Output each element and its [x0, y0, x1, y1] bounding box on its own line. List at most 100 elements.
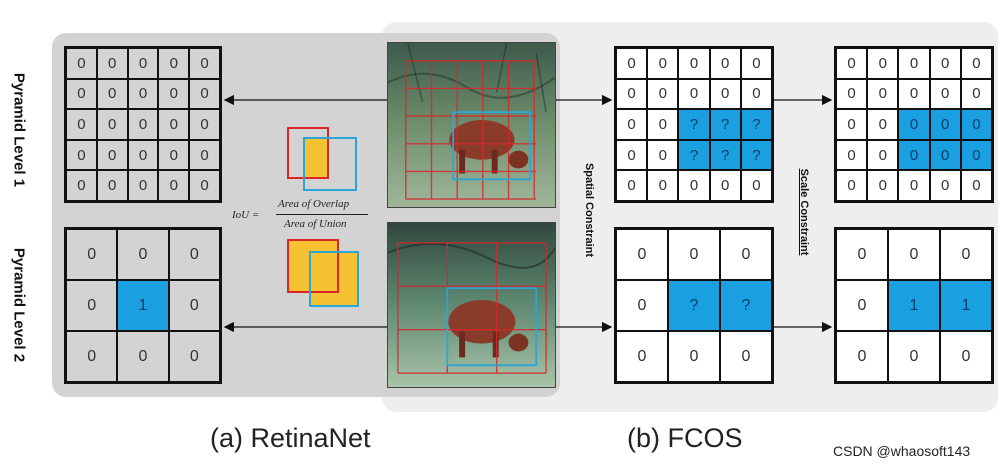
- grid-cell: 0: [836, 331, 888, 382]
- grid-cell: ?: [710, 140, 741, 171]
- grid-cell: ?: [710, 109, 741, 140]
- grid-cell: ?: [668, 280, 720, 331]
- level2-cow-image: [387, 222, 556, 388]
- grid-cell: 0: [128, 48, 159, 79]
- grid-cell: 0: [616, 331, 668, 382]
- grid-cell: 0: [66, 229, 117, 280]
- grid-cell: 0: [961, 170, 992, 201]
- grid-cell: 0: [940, 331, 992, 382]
- level1-cow-image: [387, 42, 556, 208]
- grid-cell: 0: [66, 140, 97, 171]
- grid-cell: 0: [189, 48, 220, 79]
- grid-cell: 0: [961, 109, 992, 140]
- grid-cell: ?: [741, 140, 772, 171]
- grid-cell: 0: [888, 229, 940, 280]
- scale-constraint-label: Scale Constraint: [798, 169, 810, 256]
- grid-cell: 0: [867, 109, 898, 140]
- grid-cell: 0: [930, 140, 961, 171]
- grid-cell: 0: [128, 170, 159, 201]
- grid-cell: 0: [720, 331, 772, 382]
- grid-cell: 0: [930, 48, 961, 79]
- grid-cell: 0: [158, 109, 189, 140]
- pyramid-level-1-label: Pyramid Level 1: [11, 73, 28, 187]
- grid-cell: 0: [66, 331, 117, 382]
- retinanet-caption: (a) RetinaNet: [210, 423, 371, 454]
- grid-cell: 0: [189, 79, 220, 110]
- grid-cell: 0: [898, 170, 929, 201]
- iou-numerator: Area of Overlap: [278, 198, 349, 210]
- grid-cell: 0: [66, 280, 117, 331]
- grid-cell: 0: [647, 170, 678, 201]
- grid-cell: 0: [616, 109, 647, 140]
- grid-cell: 0: [189, 170, 220, 201]
- grid-cell: 0: [616, 280, 668, 331]
- grid-cell: 0: [898, 79, 929, 110]
- grid-cell: 0: [66, 170, 97, 201]
- grid-cell: 0: [898, 140, 929, 171]
- grid-cell: 0: [898, 109, 929, 140]
- grid-cell: 0: [710, 79, 741, 110]
- grid-cell: 0: [836, 140, 867, 171]
- iou-denominator: Area of Union: [284, 218, 347, 230]
- grid-cell: 0: [128, 109, 159, 140]
- iou-formula: IoU = Area of Overlap Area of Union: [232, 198, 372, 232]
- grid-cell: 0: [741, 79, 772, 110]
- grid-cell: 0: [128, 140, 159, 171]
- grid-cell: 0: [97, 140, 128, 171]
- grid-cell: 0: [616, 140, 647, 171]
- grid-cell: 1: [888, 280, 940, 331]
- grid-cell: 0: [836, 48, 867, 79]
- iou-large-overlap-diagram: [280, 236, 364, 310]
- grid-cell: 0: [616, 79, 647, 110]
- grid-cell: 0: [836, 229, 888, 280]
- grid-cell: 0: [647, 140, 678, 171]
- grid-cell: 1: [940, 280, 992, 331]
- grid-cell: 0: [616, 170, 647, 201]
- grid-cell: 0: [117, 229, 168, 280]
- grid-cell: 0: [616, 229, 668, 280]
- grid-cell: 0: [867, 170, 898, 201]
- grid-cell: 1: [117, 280, 168, 331]
- grid-cell: 0: [720, 229, 772, 280]
- grid-cell: ?: [678, 140, 709, 171]
- grid-cell: 0: [97, 109, 128, 140]
- grid-cell: 0: [930, 109, 961, 140]
- grid-cell: 0: [158, 79, 189, 110]
- grid-cell: 0: [741, 170, 772, 201]
- grid-cell: 0: [158, 170, 189, 201]
- grid-cell: 0: [97, 48, 128, 79]
- grid-cell: 0: [668, 229, 720, 280]
- grid-cell: ?: [720, 280, 772, 331]
- grid-cell: 0: [647, 48, 678, 79]
- grid-cell: 0: [97, 79, 128, 110]
- grid-cell: 0: [710, 48, 741, 79]
- grid-cell: 0: [867, 140, 898, 171]
- grid-cell: 0: [836, 109, 867, 140]
- grid-cell: 0: [678, 79, 709, 110]
- grid-cell: 0: [836, 280, 888, 331]
- grid-cell: 0: [836, 170, 867, 201]
- iou-fraction-bar: [276, 214, 368, 215]
- grid-cell: 0: [940, 229, 992, 280]
- grid-cell: 0: [158, 48, 189, 79]
- watermark: CSDN @whaosoft143: [833, 443, 970, 459]
- grid-cell: 0: [117, 331, 168, 382]
- iou-small-overlap-diagram: [280, 124, 364, 198]
- grid-cell: 0: [898, 48, 929, 79]
- grid-cell: 0: [189, 109, 220, 140]
- grid-cell: 0: [616, 48, 647, 79]
- grid-cell: 0: [678, 170, 709, 201]
- grid-cell: 0: [867, 48, 898, 79]
- grid-cell: 0: [741, 48, 772, 79]
- grid-cell: 0: [169, 280, 220, 331]
- grid-cell: 0: [647, 79, 678, 110]
- grid-cell: 0: [66, 79, 97, 110]
- grid-cell: 0: [66, 48, 97, 79]
- grid-cell: 0: [128, 79, 159, 110]
- grid-cell: 0: [647, 109, 678, 140]
- pyramid-level-2-label: Pyramid Level 2: [11, 248, 28, 362]
